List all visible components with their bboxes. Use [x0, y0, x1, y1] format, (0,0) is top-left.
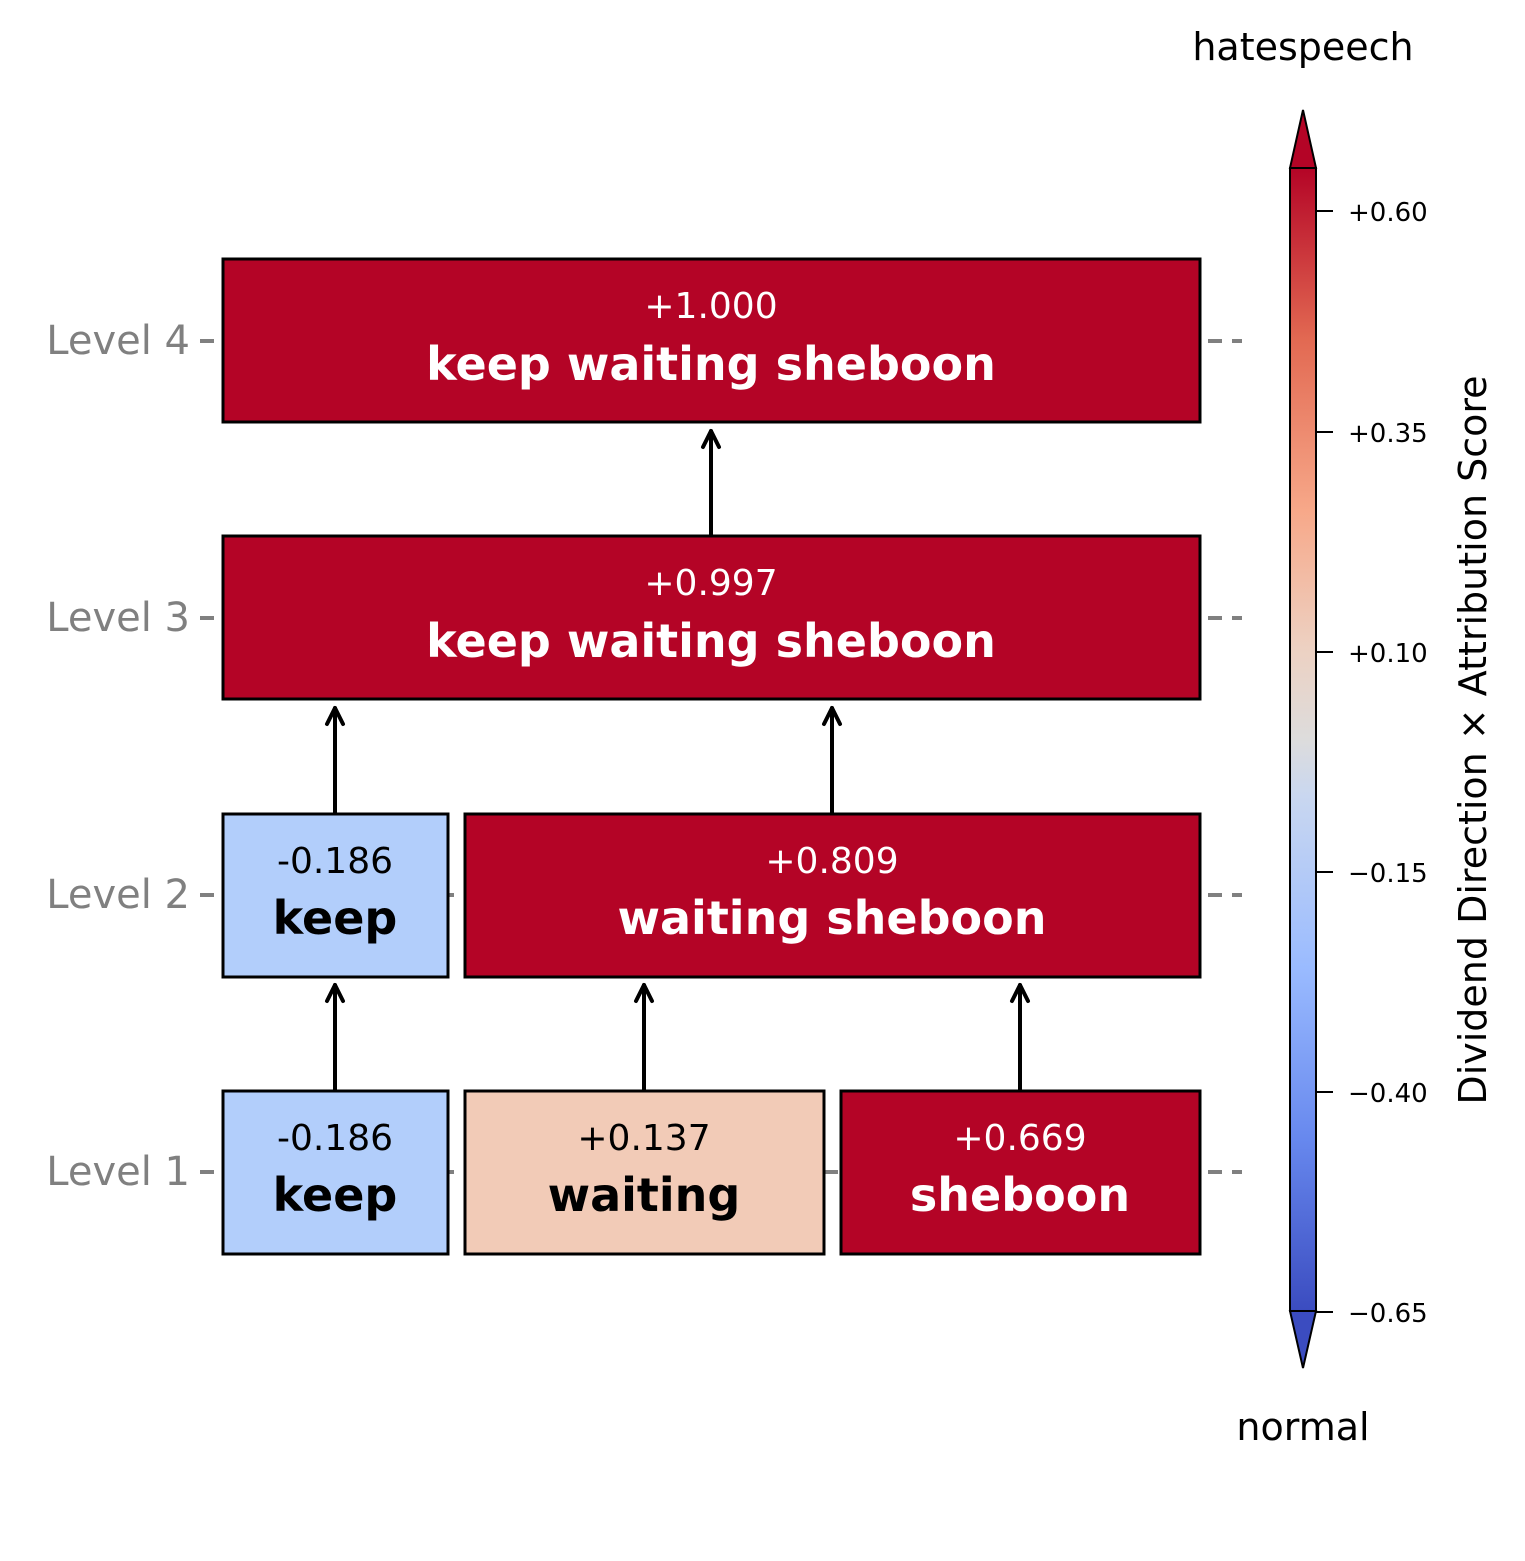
node-score: +0.809	[765, 841, 898, 882]
node-score: +0.137	[577, 1118, 710, 1159]
colorbar-tick-label: −0.40	[1348, 1079, 1428, 1109]
node-phrase: waiting	[548, 1168, 741, 1222]
colorbar-bottom-extension	[1288, 1310, 1318, 1369]
colorbar: hatespeech normal +0.60 +0.35 +0.10 −0.1…	[1192, 25, 1495, 1449]
node-phrase: keep	[273, 891, 398, 945]
node-l1-sheboon: +0.669 sheboon	[839, 1089, 1202, 1256]
node-box	[463, 1089, 826, 1256]
level-label-2: Level 2	[46, 872, 190, 918]
node-box	[221, 257, 1202, 424]
level-label-1: Level 1	[46, 1149, 190, 1195]
node-box	[839, 1089, 1202, 1256]
node-l4-keep-waiting-sheboon: +1.000 keep waiting sheboon	[221, 257, 1202, 424]
arrow-l2-keep-to-l3	[325, 706, 345, 815]
node-score: +1.000	[644, 286, 777, 327]
node-phrase: keep waiting sheboon	[426, 337, 996, 391]
node-phrase: waiting sheboon	[618, 891, 1047, 945]
colorbar-tick-label: −0.15	[1348, 859, 1428, 889]
node-box	[221, 1089, 450, 1256]
node-box	[463, 812, 1202, 979]
node-l3-keep-waiting-sheboon: +0.997 keep waiting sheboon	[221, 534, 1202, 701]
node-score: +0.997	[644, 563, 777, 604]
arrow-l1-waiting-to-l2	[634, 983, 654, 1092]
node-l2-waiting-sheboon: +0.809 waiting sheboon	[463, 812, 1202, 979]
colorbar-tick-label: −0.65	[1348, 1299, 1428, 1329]
arrow-l1-sheboon-to-l2	[1010, 983, 1030, 1092]
node-score: -0.186	[277, 1118, 393, 1159]
node-l2-keep: -0.186 keep	[221, 812, 450, 979]
node-score: +0.669	[953, 1118, 1086, 1159]
level-label-3: Level 3	[46, 595, 190, 641]
node-phrase: keep waiting sheboon	[426, 614, 996, 668]
colorbar-bottom-label: normal	[1236, 1405, 1369, 1449]
colorbar-tick-label: +0.10	[1348, 639, 1428, 669]
node-box	[221, 812, 450, 979]
node-l1-keep: -0.186 keep	[221, 1089, 450, 1256]
node-phrase: keep	[273, 1168, 398, 1222]
level-label-4: Level 4	[46, 318, 190, 364]
node-box	[221, 534, 1202, 701]
colorbar-top-extension	[1288, 109, 1318, 169]
arrows	[325, 429, 1030, 1092]
colorbar-tick-label: +0.60	[1348, 198, 1428, 228]
colorbar-ticks	[1316, 210, 1333, 1313]
level-guides	[200, 339, 1242, 1174]
colorbar-tick-label: +0.35	[1348, 419, 1428, 449]
node-l1-waiting: +0.137 waiting	[463, 1089, 826, 1256]
arrow-l3-to-l4	[701, 429, 721, 537]
colorbar-top-label: hatespeech	[1192, 25, 1413, 69]
colorbar-axis-label: Dividend Direction × Attribution Score	[1451, 375, 1495, 1104]
arrow-l2-waiting-sheboon-to-l3	[822, 706, 842, 815]
arrow-l1-keep-to-l2	[325, 983, 345, 1092]
node-score: -0.186	[277, 841, 393, 882]
colorbar-gradient	[1289, 167, 1317, 1312]
node-phrase: sheboon	[910, 1168, 1130, 1222]
